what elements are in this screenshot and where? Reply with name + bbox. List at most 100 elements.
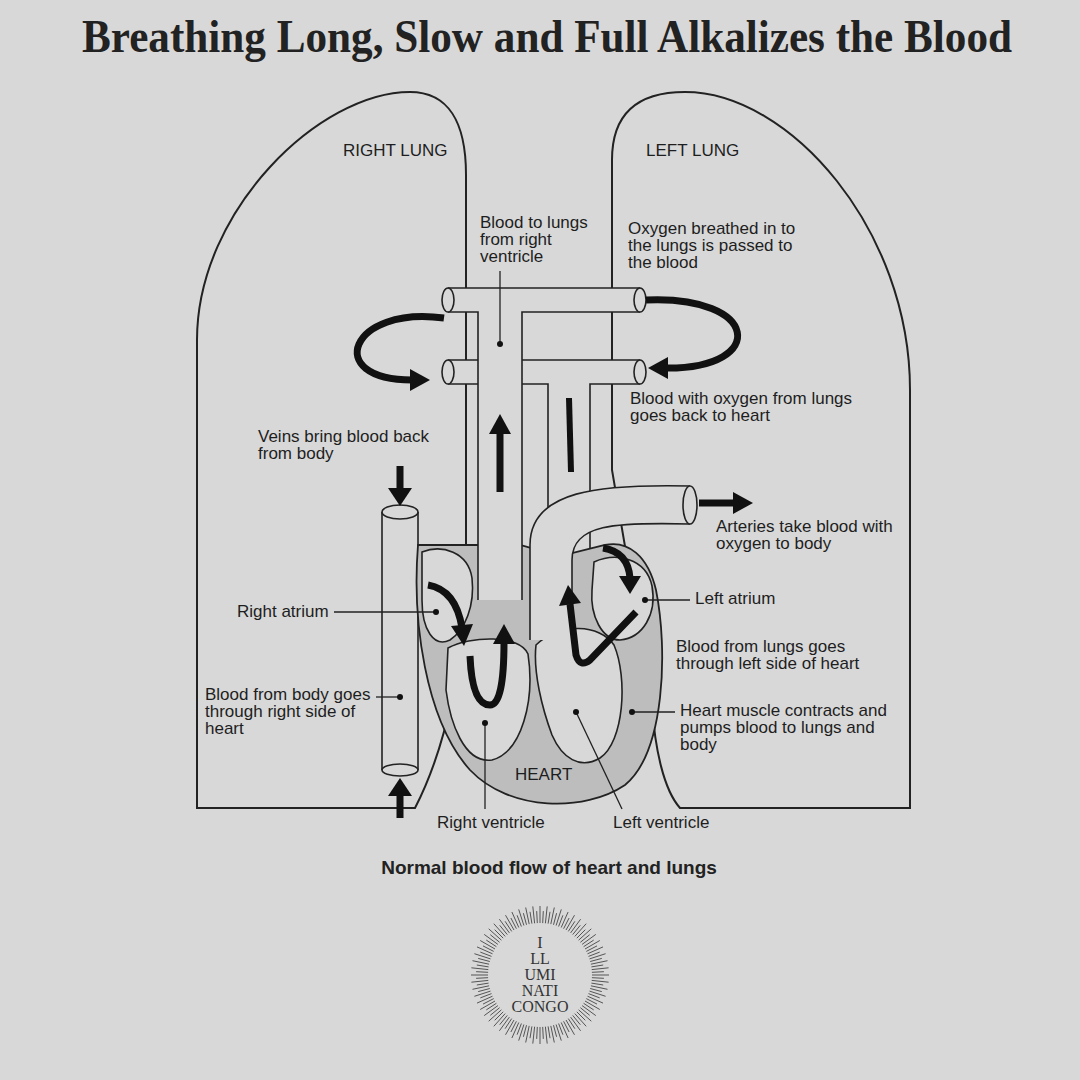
callout-label: Right atrium — [237, 603, 329, 620]
sunburst — [512, 912, 519, 928]
sunburst — [591, 983, 603, 985]
pulmonary-vein — [634, 360, 646, 384]
sunburst — [526, 908, 530, 925]
leader-dot — [397, 341, 648, 726]
sunburst — [542, 911, 544, 923]
sunburst — [592, 980, 609, 982]
sunburst — [536, 1027, 538, 1039]
sunburst — [588, 996, 604, 1003]
sunburst — [591, 965, 603, 967]
aorta — [530, 486, 690, 640]
sunburst — [590, 989, 602, 992]
sunburst — [505, 921, 512, 931]
sunburst — [500, 925, 508, 934]
flow-arrow — [570, 604, 636, 663]
aorta — [530, 486, 697, 640]
flow-arrow — [397, 794, 404, 818]
sunburst — [577, 930, 586, 939]
leader-line — [634, 711, 675, 712]
sunburst — [592, 977, 604, 979]
sunburst — [568, 1019, 575, 1029]
arrow-head — [733, 492, 753, 514]
organ-name: HEART — [515, 766, 572, 783]
arrow-head — [388, 778, 412, 796]
pulmonary-artery — [442, 288, 454, 312]
title: Breathing Long, Slow and Full Alkalizes … — [82, 10, 1012, 64]
arrow-head — [559, 585, 581, 606]
logo-seal: I LL UMI NATI CONGO — [470, 905, 610, 1045]
sunburst — [592, 971, 604, 973]
callout-label: Right ventricle — [437, 814, 545, 831]
flow-arrow — [428, 585, 462, 628]
sunburst — [473, 961, 490, 965]
arrow-head — [619, 576, 641, 594]
callout-label: Arteries take blood with oxygen to body — [716, 518, 916, 552]
sunburst — [548, 912, 550, 924]
pulmonary-vein — [442, 360, 454, 384]
sunburst — [554, 1025, 557, 1037]
sunburst — [523, 1025, 526, 1037]
arrow-head — [410, 369, 430, 391]
leader-dot — [433, 609, 439, 615]
sunburst — [533, 906, 535, 923]
sunburst — [536, 911, 538, 923]
sunburst — [545, 906, 547, 923]
aorta — [683, 486, 697, 524]
callout-label: Blood from body goes through right side … — [205, 686, 385, 737]
aorta — [530, 486, 690, 640]
caption: Normal blood flow of heart and lungs — [381, 857, 717, 879]
sunburst — [591, 961, 608, 965]
flow-arrow — [397, 466, 404, 490]
callout-label: Veins bring blood back from body — [258, 428, 448, 462]
leader-line — [646, 599, 690, 600]
sunburst — [590, 958, 602, 961]
callout-label: Blood from lungs goes through left side … — [676, 638, 872, 672]
flow-arrow — [497, 432, 504, 492]
sunburst — [511, 1021, 517, 1032]
sunburst — [477, 947, 493, 954]
flow-arrow — [470, 642, 504, 705]
leader-dot — [573, 709, 579, 715]
sunburst — [533, 1027, 535, 1044]
callout-label: Left atrium — [695, 590, 775, 607]
flow-arrow — [569, 398, 571, 472]
sunburst — [584, 940, 594, 947]
callout-label: Blood to lungs from right ventricle — [480, 214, 602, 265]
sunburst — [490, 1008, 499, 1016]
sunburst — [478, 958, 490, 961]
callout-label: Oxygen breathed in to the lungs is passe… — [628, 220, 806, 271]
leader-dot — [497, 341, 503, 347]
sunburst — [477, 983, 489, 985]
sunburst — [500, 1015, 508, 1024]
sunburst — [519, 909, 524, 925]
arrow-head — [451, 624, 473, 646]
leader-dot — [397, 694, 403, 700]
callout-label: Left ventricle — [613, 814, 709, 831]
sunburst — [471, 975, 488, 976]
sunburst — [573, 925, 581, 934]
sunburst — [586, 999, 597, 1005]
leader-line — [376, 696, 400, 697]
sunburst — [551, 1026, 555, 1043]
sunburst — [474, 991, 490, 996]
sunburst — [561, 1023, 568, 1039]
sunburst — [551, 908, 555, 925]
sunburst — [568, 921, 575, 931]
sunburst — [476, 977, 488, 979]
pulmonary-artery — [634, 288, 646, 312]
logo-text: I LL UMI NATI CONGO — [507, 935, 573, 1015]
sunburst — [495, 1012, 504, 1021]
vena-cava — [382, 512, 418, 770]
sunburst — [530, 1026, 532, 1038]
leader-dot — [629, 709, 635, 715]
sunburst — [592, 968, 609, 970]
sunburst — [573, 1015, 581, 1024]
sunburst — [561, 912, 568, 928]
sunburst — [542, 1027, 544, 1039]
sunburst — [577, 1012, 586, 1021]
vena-cava — [382, 764, 418, 776]
leader-line — [499, 271, 500, 344]
sunburst — [519, 1025, 524, 1041]
